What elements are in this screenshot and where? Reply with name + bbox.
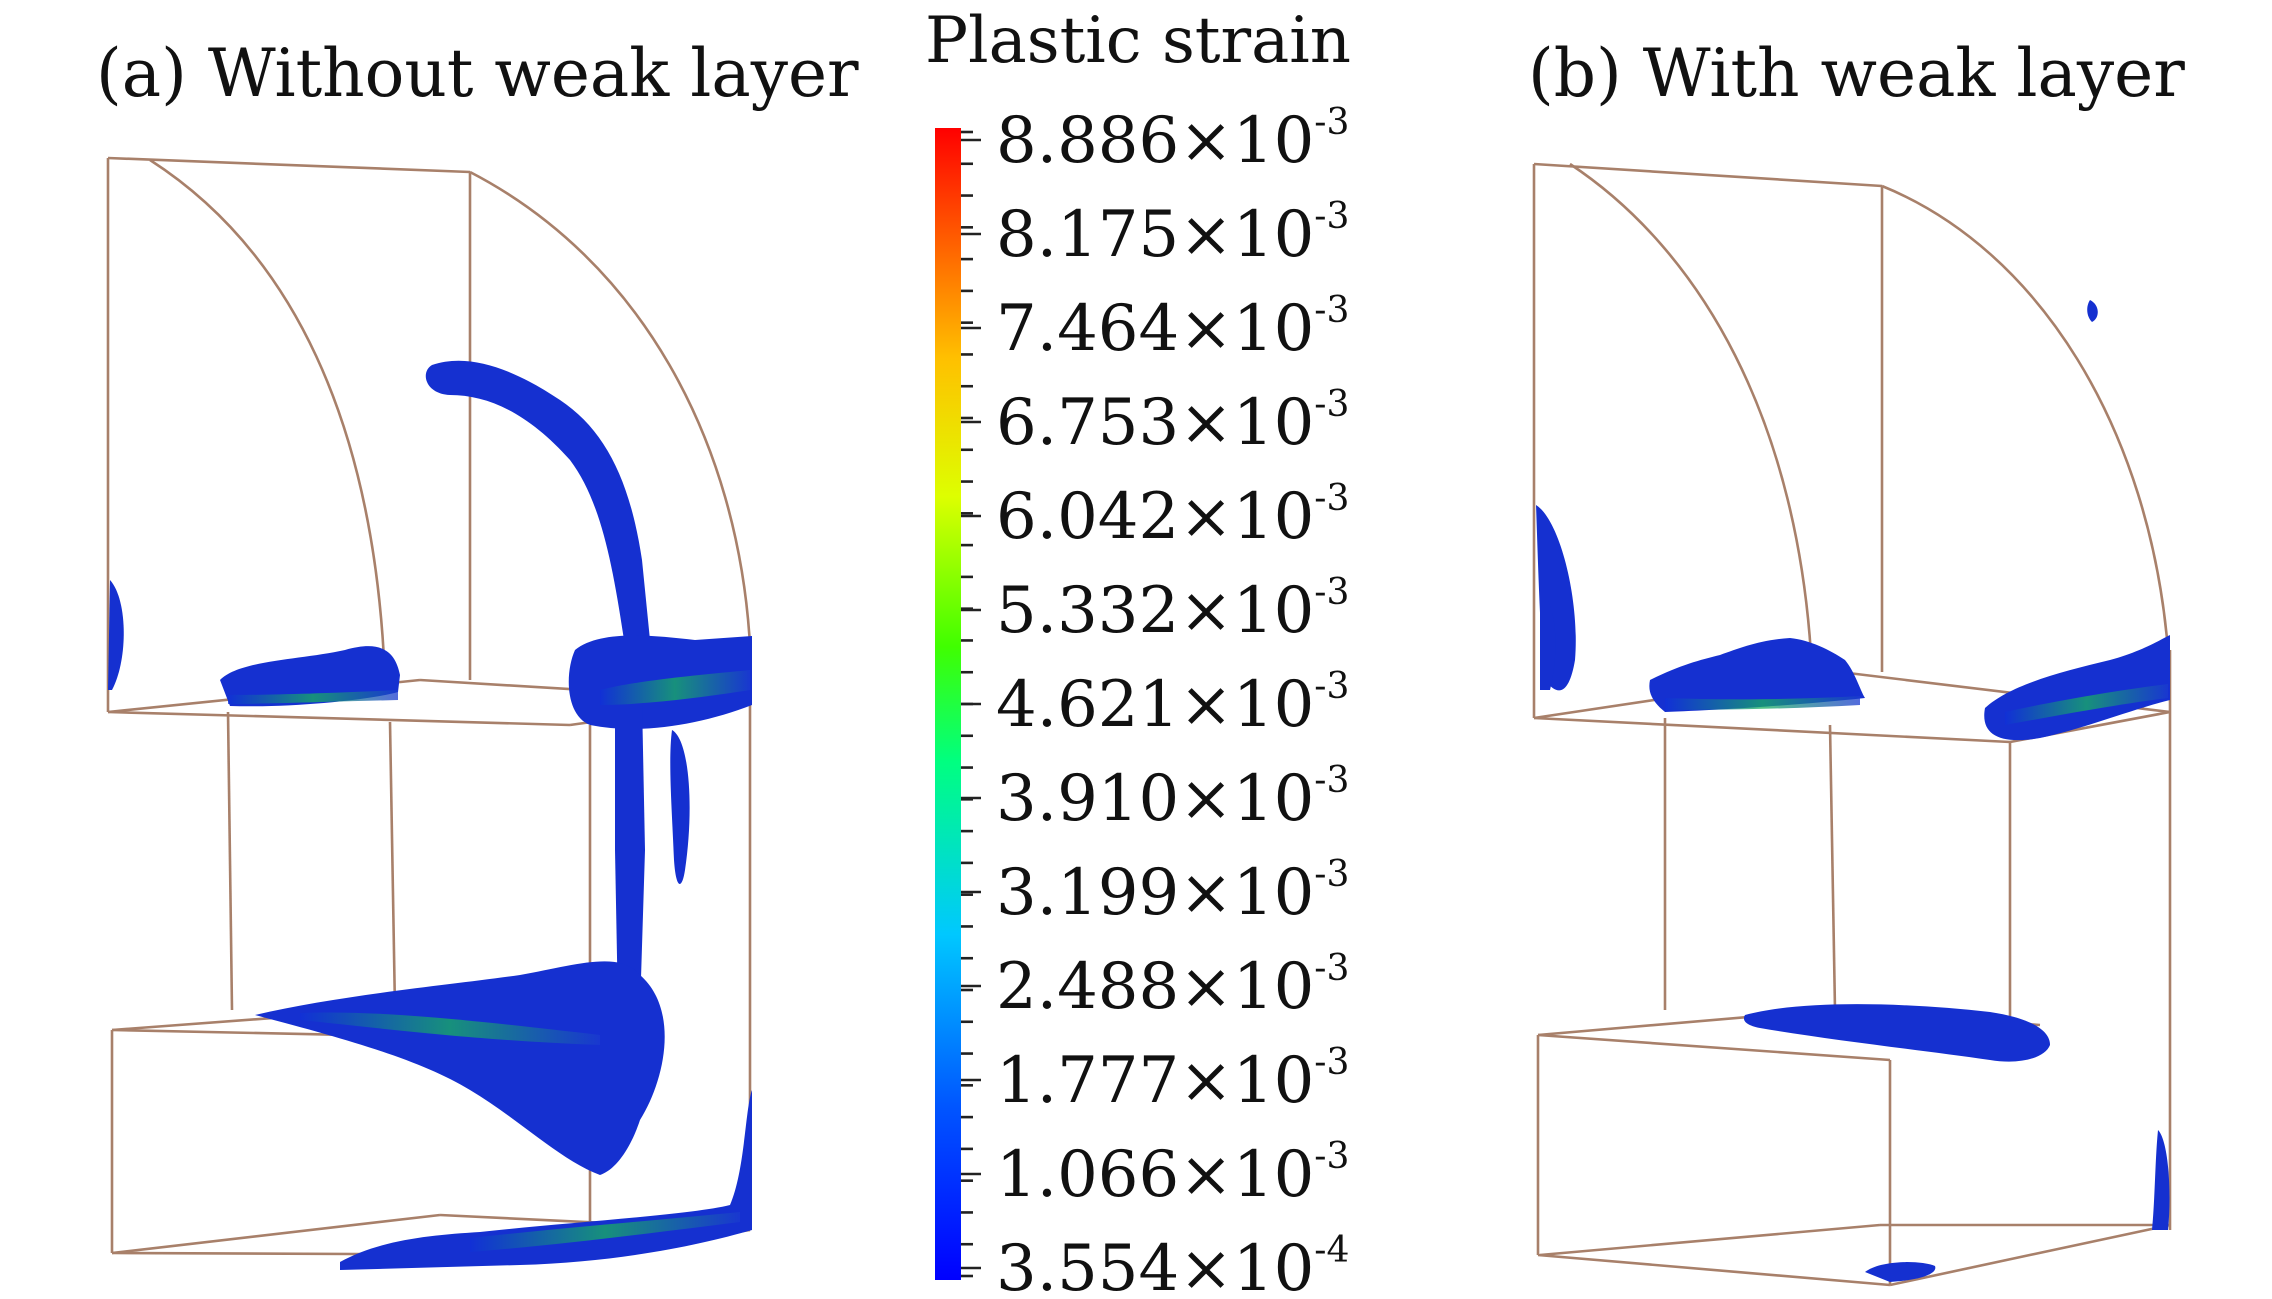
panel-b-crown-zone [1649,638,1865,712]
colorbar-label-mantissa: 3.554 [996,1232,1179,1299]
panel-a-crown-zone [220,646,400,707]
colorbar-label-exponent: -3 [1314,572,1349,613]
colorbar-label: 4.621×10-3 [996,666,1349,742]
panel-a-high-strain-bands [228,670,750,1252]
colorbar-label: 5.332×10-3 [996,572,1349,648]
colorbar-label-base: ×10 [1179,1232,1314,1299]
colorbar-label-base: ×10 [1179,386,1314,460]
colorbar-label: 2.488×10-3 [996,948,1349,1024]
colorbar-label: 3.554×10-4 [996,1230,1349,1299]
colorbar-label-mantissa: 1.066 [996,1138,1179,1212]
colorbar-label-exponent: -4 [1314,1230,1349,1271]
colorbar-label-mantissa: 3.910 [996,762,1179,836]
colorbar-labels: 8.886×10-38.175×10-37.464×10-36.753×10-3… [996,102,1349,1299]
colorbar-label-base: ×10 [1179,950,1314,1024]
colorbar-label-mantissa: 1.777 [996,1044,1179,1118]
colorbar-label-mantissa: 3.199 [996,856,1179,930]
panel-b-title: (b) With weak layer [1528,35,2185,112]
colorbar-label: 8.886×10-3 [996,102,1349,178]
colorbar-title: Plastic strain [925,4,1351,78]
colorbar-label: 7.464×10-3 [996,290,1349,366]
colorbar-label-base: ×10 [1179,856,1314,930]
panel-a-drip-zone [670,730,690,884]
colorbar-label: 8.175×10-3 [996,196,1349,272]
colorbar-label-mantissa: 6.042 [996,480,1179,554]
colorbar-label-base: ×10 [1179,1138,1314,1212]
panel-a-plastic-zones [108,360,752,1270]
panel-a-left-wall-zone [108,580,124,690]
panel-b-roof-band [2005,684,2168,725]
colorbar-label-mantissa: 4.621 [996,668,1179,742]
colorbar-label-mantissa: 8.175 [996,198,1179,272]
panel-b-floor-zone [1743,1004,2050,1062]
colorbar-label: 6.042×10-3 [996,478,1349,554]
colorbar-label-mantissa: 8.886 [996,104,1179,178]
colorbar-label-exponent: -3 [1314,854,1349,895]
panel-b-base-zone [1865,1262,1936,1282]
colorbar-gradient [935,128,961,1280]
colorbar-label-exponent: -3 [1314,1042,1349,1083]
colorbar-label-exponent: -3 [1314,102,1349,143]
colorbar-label-exponent: -3 [1314,760,1349,801]
colorbar-label-base: ×10 [1179,292,1314,366]
colorbar-label-base: ×10 [1179,1044,1314,1118]
colorbar-label-base: ×10 [1179,104,1314,178]
colorbar-label-mantissa: 7.464 [996,292,1179,366]
colorbar-label-base: ×10 [1179,480,1314,554]
colorbar-label: 1.066×10-3 [996,1136,1349,1212]
panel-a-base-band [470,1212,740,1252]
panel-a-crown-band [228,690,398,704]
colorbar-ticks [961,130,981,1278]
panel-a-roof-band [600,670,750,705]
panel-b-lower-right-zone [2152,1130,2170,1230]
panel-b-upper-right-zone [2087,300,2098,322]
panel-a-model [106,156,752,1270]
panel-b-model [1532,162,2172,1287]
colorbar: 8.886×10-38.175×10-37.464×10-36.753×10-3… [935,102,1349,1299]
colorbar-label-exponent: -3 [1314,666,1349,707]
panel-a-floor-band [300,1012,600,1045]
colorbar-label-mantissa: 6.753 [996,386,1179,460]
panel-a-arch-zone [425,360,650,640]
colorbar-label-base: ×10 [1179,762,1314,836]
panel-b-crown-band [1665,696,1860,710]
panel-a-title: (a) Without weak layer [96,35,859,112]
colorbar-label-exponent: -3 [1314,384,1349,425]
colorbar-label: 1.777×10-3 [996,1042,1349,1118]
panel-a-floor-zone [255,961,665,1175]
panel-b-wireframe [1532,162,2172,1287]
colorbar-label: 3.910×10-3 [996,760,1349,836]
panel-a-column-zone [615,700,645,1010]
colorbar-label-exponent: -3 [1314,948,1349,989]
colorbar-label: 3.199×10-3 [996,854,1349,930]
colorbar-label-exponent: -3 [1314,478,1349,519]
colorbar-label-exponent: -3 [1314,1136,1349,1177]
colorbar-label-base: ×10 [1179,198,1314,272]
colorbar-label-base: ×10 [1179,574,1314,648]
panel-b-left-wall-zone-lower [1540,590,1556,690]
colorbar-label-base: ×10 [1179,668,1314,742]
colorbar-label-mantissa: 5.332 [996,574,1179,648]
colorbar-label-mantissa: 2.488 [996,950,1179,1024]
colorbar-label: 6.753×10-3 [996,384,1349,460]
panel-b-plastic-zones [1536,300,2170,1282]
panel-b-high-strain-bands [1665,684,2168,725]
colorbar-label-exponent: -3 [1314,290,1349,331]
colorbar-label-exponent: -3 [1314,196,1349,237]
